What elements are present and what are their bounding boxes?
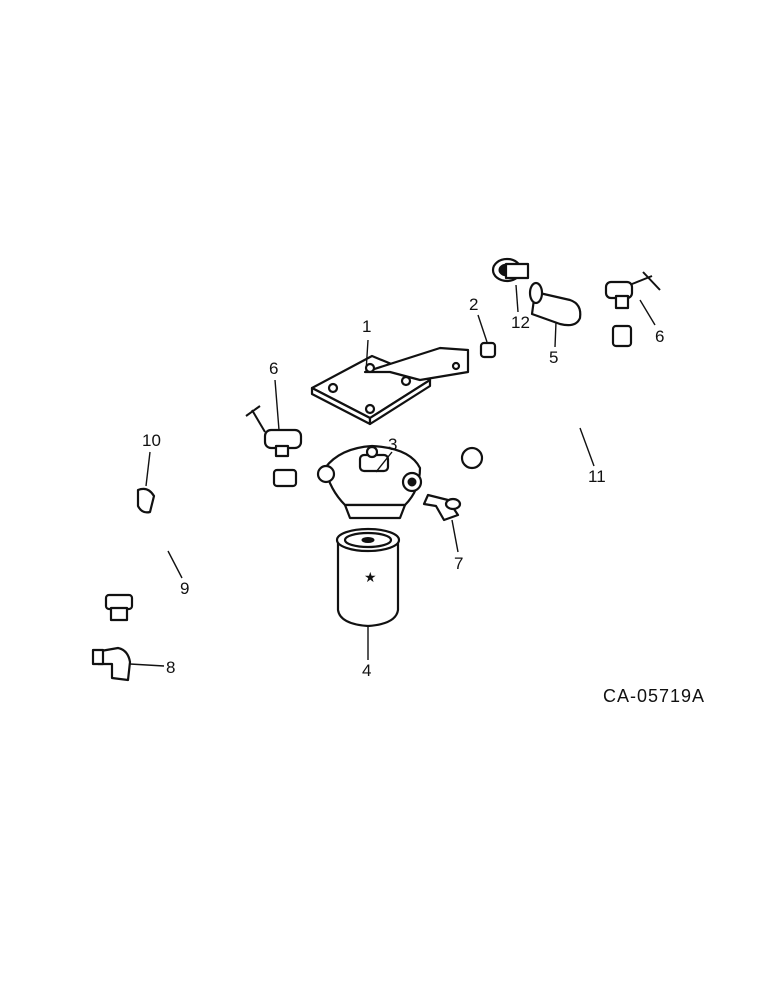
label-part-11: 11 — [588, 467, 606, 486]
label-part-10: 10 — [142, 431, 161, 450]
fitting-nut — [491, 257, 530, 283]
label-part-9: 9 — [180, 579, 190, 598]
label-part-3: 3 — [388, 435, 398, 454]
filter-canister: ★ — [335, 527, 401, 628]
label-part-6-right: 6 — [655, 327, 665, 346]
elbow-fitting — [422, 493, 462, 522]
figure-code: CA-05719A — [603, 686, 706, 706]
label-part-12: 12 — [511, 313, 530, 332]
svg-text:★: ★ — [364, 569, 377, 585]
tee-valve-left — [245, 405, 303, 458]
plug — [479, 341, 497, 359]
label-part-5: 5 — [549, 348, 559, 367]
connector — [528, 281, 582, 327]
label-part-1: 1 — [362, 317, 372, 336]
clip — [136, 487, 156, 514]
label-part-2: 2 — [469, 295, 479, 314]
tee-valve-right — [604, 271, 661, 310]
mounting-bracket — [310, 346, 470, 426]
elbow-fitting-lower — [91, 646, 132, 682]
label-part-7: 7 — [454, 554, 464, 573]
label-part-6-left: 6 — [269, 359, 279, 378]
pipe-left — [104, 468, 298, 622]
filter-head — [316, 444, 423, 520]
label-part-4: 4 — [362, 661, 372, 680]
label-part-8: 8 — [166, 658, 176, 677]
leader-lines — [129, 284, 656, 667]
pipe-right — [460, 324, 633, 470]
